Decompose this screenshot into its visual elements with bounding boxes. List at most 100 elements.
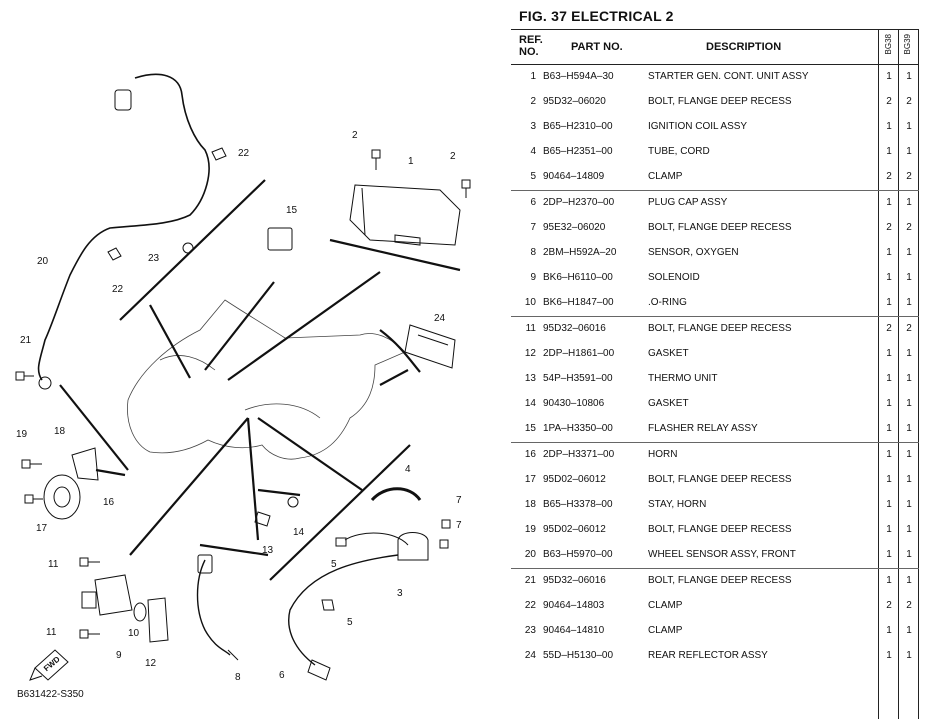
qty-bg38-cell: 1: [886, 247, 892, 258]
callout: 19: [16, 429, 28, 440]
part-no-cell: 2DP–H1861–00: [543, 348, 615, 359]
ref-no-cell: 7: [530, 222, 536, 233]
qty-bg38-cell: 2: [886, 171, 892, 182]
qty-bg38-cell: 1: [886, 272, 892, 283]
ref-no-cell: 13: [524, 373, 536, 384]
description-cell: BOLT, FLANGE DEEP RECESS: [648, 474, 792, 485]
callout: 21: [20, 335, 32, 346]
callout: 5: [347, 617, 353, 628]
description-cell: BOLT, FLANGE DEEP RECESS: [648, 323, 792, 334]
part-no-cell: 90430–10806: [543, 398, 605, 409]
qty-bg39-cell: 1: [906, 272, 912, 283]
callout: 7: [456, 495, 462, 506]
description-cell: CLAMP: [648, 625, 683, 636]
callout: 5: [331, 559, 337, 570]
qty-bg38-cell: 1: [886, 549, 892, 560]
callout: 1: [408, 156, 414, 167]
description-cell: IGNITION COIL ASSY: [648, 121, 748, 132]
callout: 14: [293, 527, 305, 538]
part-no-cell: 54P–H3591–00: [543, 373, 613, 384]
column-divider: [878, 29, 879, 719]
qty-bg39-cell: 1: [906, 197, 912, 208]
part-no-cell: 90464–14809: [543, 171, 605, 182]
header-ref-no: REF. NO.: [519, 34, 543, 58]
callout: 16: [103, 497, 115, 508]
qty-bg39-cell: 1: [906, 474, 912, 485]
ref-no-cell: 23: [524, 625, 536, 636]
part-no-cell: 2DP–H2370–00: [543, 197, 615, 208]
qty-bg38-cell: 1: [886, 197, 892, 208]
part-no-cell: 95D02–06012: [543, 524, 606, 535]
part-no-cell: 2BM–H592A–20: [543, 247, 617, 258]
callout: 18: [54, 426, 66, 437]
part-no-cell: 1PA–H3350–00: [543, 423, 613, 434]
qty-bg39-cell: 2: [906, 222, 912, 233]
qty-bg39-cell: 1: [906, 650, 912, 661]
callout: 9: [116, 650, 122, 661]
part-no-cell: 95D32–06016: [543, 323, 606, 334]
description-cell: BOLT, FLANGE DEEP RECESS: [648, 524, 792, 535]
qty-bg39-cell: 1: [906, 423, 912, 434]
qty-bg39-cell: 2: [906, 600, 912, 611]
description-cell: BOLT, FLANGE DEEP RECESS: [648, 575, 792, 586]
part-no-cell: B65–H2351–00: [543, 146, 613, 157]
qty-bg38-cell: 1: [886, 625, 892, 636]
qty-bg38-cell: 1: [886, 423, 892, 434]
ref-no-cell: 11: [525, 323, 536, 334]
motorcycle-outline: [127, 299, 406, 460]
ref-no-cell: 1: [530, 71, 536, 82]
qty-bg38-cell: 2: [886, 600, 892, 611]
part-no-cell: 2DP–H3371–00: [543, 449, 615, 460]
qty-bg38-cell: 2: [886, 323, 892, 334]
qty-bg38-cell: 2: [886, 222, 892, 233]
description-cell: GASKET: [648, 398, 689, 409]
qty-bg38-cell: 1: [886, 297, 892, 308]
ref-no-cell: 8: [530, 247, 536, 258]
parts-table: REF. NO. PART NO. DESCRIPTION BG38 BG39 …: [511, 29, 919, 719]
description-cell: CLAMP: [648, 171, 683, 182]
callout: 2: [450, 151, 456, 162]
callout: 13: [262, 545, 274, 556]
ref-no-cell: 12: [524, 348, 536, 359]
ref-no-cell: 21: [524, 575, 536, 586]
part-no-cell: B65–H2310–00: [543, 121, 613, 132]
qty-bg39-cell: 1: [906, 499, 912, 510]
qty-bg38-cell: 1: [886, 650, 892, 661]
callout: 11: [48, 559, 59, 570]
part-no-cell: 90464–14803: [543, 600, 605, 611]
description-cell: SENSOR, OXYGEN: [648, 247, 739, 258]
qty-bg39-cell: 1: [906, 373, 912, 384]
callout: 10: [128, 628, 140, 639]
description-cell: BOLT, FLANGE DEEP RECESS: [648, 222, 792, 233]
header-description: DESCRIPTION: [706, 41, 782, 53]
ref-no-cell: 19: [524, 524, 536, 535]
description-cell: WHEEL SENSOR ASSY, FRONT: [648, 549, 796, 560]
qty-bg38-cell: 1: [886, 524, 892, 535]
ref-no-cell: 4: [530, 146, 536, 157]
ref-no-cell: 9: [530, 272, 536, 283]
qty-bg38-cell: 1: [886, 398, 892, 409]
figure-code: B631422-S350: [17, 689, 84, 700]
ref-no-cell: 20: [524, 549, 536, 560]
ref-no-cell: 16: [524, 449, 536, 460]
qty-bg39-cell: 1: [906, 121, 912, 132]
callout: 4: [405, 464, 411, 475]
qty-bg39-cell: 2: [906, 96, 912, 107]
callout: 7: [456, 520, 462, 531]
ref-no-cell: 3: [530, 121, 536, 132]
description-cell: FLASHER RELAY ASSY: [648, 423, 758, 434]
